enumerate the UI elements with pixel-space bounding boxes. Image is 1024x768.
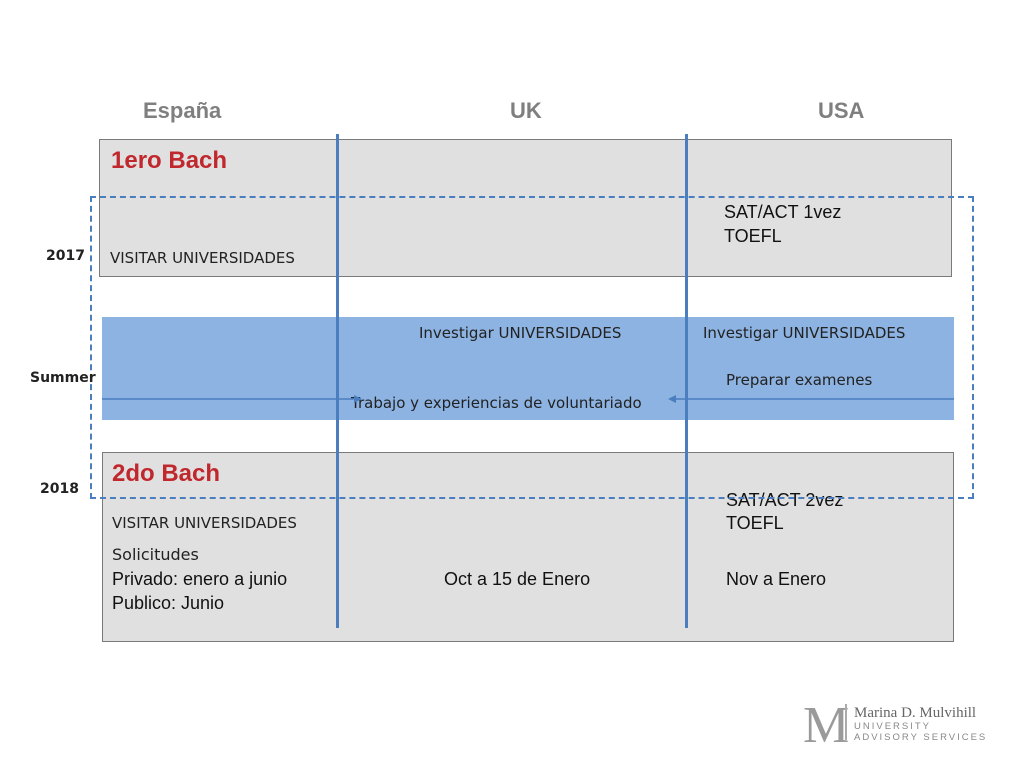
column-header-spain: España [143,98,222,123]
row2-usa-deadline: Nov a Enero [726,569,827,589]
summer-uk-research: Investigar UNIVERSIDADES [419,324,622,342]
row-2do-bach-title: 2do Bach [112,460,221,487]
logo-divider [845,704,847,740]
divider-spain-uk [336,134,339,628]
row2-spain-solicitudes: Solicitudes [112,545,199,564]
row1-spain-visit: VISITAR UNIVERSIDADES [110,249,295,267]
row2-spain-visit: VISITAR UNIVERSIDADES [112,514,297,532]
arrow-left-head [668,395,676,403]
volunteer-arrows [102,395,954,403]
row2-usa-sat: SAT/ACT 2vez [726,490,844,510]
row1-usa-sat: SAT/ACT 1vez [724,202,842,222]
divider-uk-usa [685,134,688,628]
summer-label: Summer [30,370,96,386]
row1-usa-toefl: TOEFL [724,226,782,246]
summer-band [102,317,954,420]
arrow-right-head [354,395,362,403]
summer-usa-research: Investigar UNIVERSIDADES [703,324,906,342]
row2-uk-deadline: Oct a 15 de Enero [444,569,591,589]
logo-sub-line2: ADVISORY SERVICES [854,732,988,743]
dashed-period-outline [90,196,974,499]
summer-volunteer-text: Trabajo y experiencias de voluntariado [351,394,642,412]
row-2do-bach-box [102,452,954,642]
row-1ero-bach-title: 1ero Bach [111,147,228,174]
logo-sub-line1: UNIVERSITY [854,721,932,732]
row2-usa-toefl: TOEFL [726,513,784,533]
summer-usa-prep: Preparar examenes [726,371,873,389]
year-label-2018: 2018 [40,481,79,497]
row-1ero-bach-box [99,139,952,277]
row2-spain-public: Publico: Junio [112,593,225,613]
logo-mark: M [803,697,850,754]
column-header-usa: USA [818,98,865,123]
logo-name: Marina D. Mulvihill [854,705,977,721]
row2-spain-private: Privado: enero a junio [112,569,288,589]
column-header-uk: UK [510,98,542,123]
year-label-2017: 2017 [46,248,85,264]
